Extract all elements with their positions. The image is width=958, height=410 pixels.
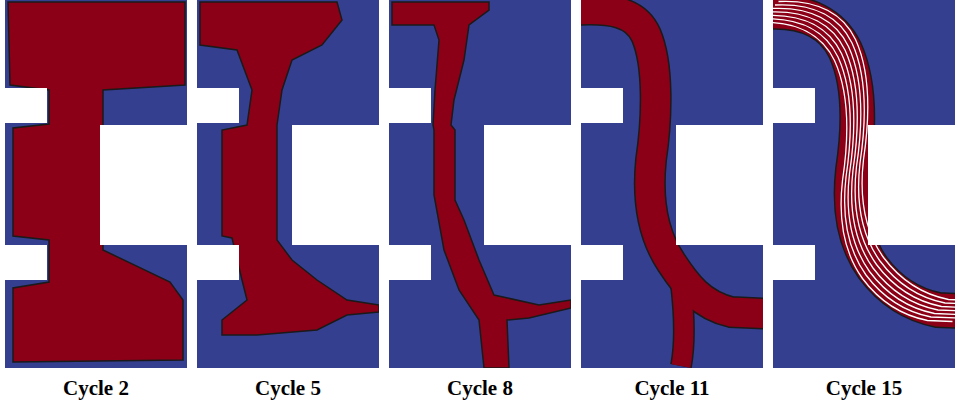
panel-caption: Cycle 8 (447, 376, 513, 401)
panel-caption: Cycle 5 (255, 376, 321, 401)
design-domain (197, 0, 379, 368)
cycle-panel (576, 0, 771, 368)
design-domain (389, 0, 571, 368)
cycle-panel (389, 0, 571, 368)
material-region (681, 285, 684, 366)
panel-caption: Cycle 2 (63, 376, 129, 401)
material-region (8, 2, 185, 362)
cycle-panel (5, 0, 187, 368)
flow-streamline (772, 8, 958, 307)
material-outline (576, 10, 771, 314)
panel-caption: Cycle 11 (634, 376, 709, 401)
cycle-panel (758, 0, 958, 368)
flow-streamline (779, 1, 958, 300)
panel-caption: Cycle 15 (826, 376, 902, 401)
material-region (392, 2, 571, 368)
material-region (200, 2, 379, 335)
design-domain (5, 0, 187, 368)
cycle-panel (197, 0, 379, 368)
flow-streamline (765, 15, 958, 314)
material-region (576, 10, 771, 314)
material-outline (681, 285, 684, 366)
flow-streamline (775, 5, 958, 304)
